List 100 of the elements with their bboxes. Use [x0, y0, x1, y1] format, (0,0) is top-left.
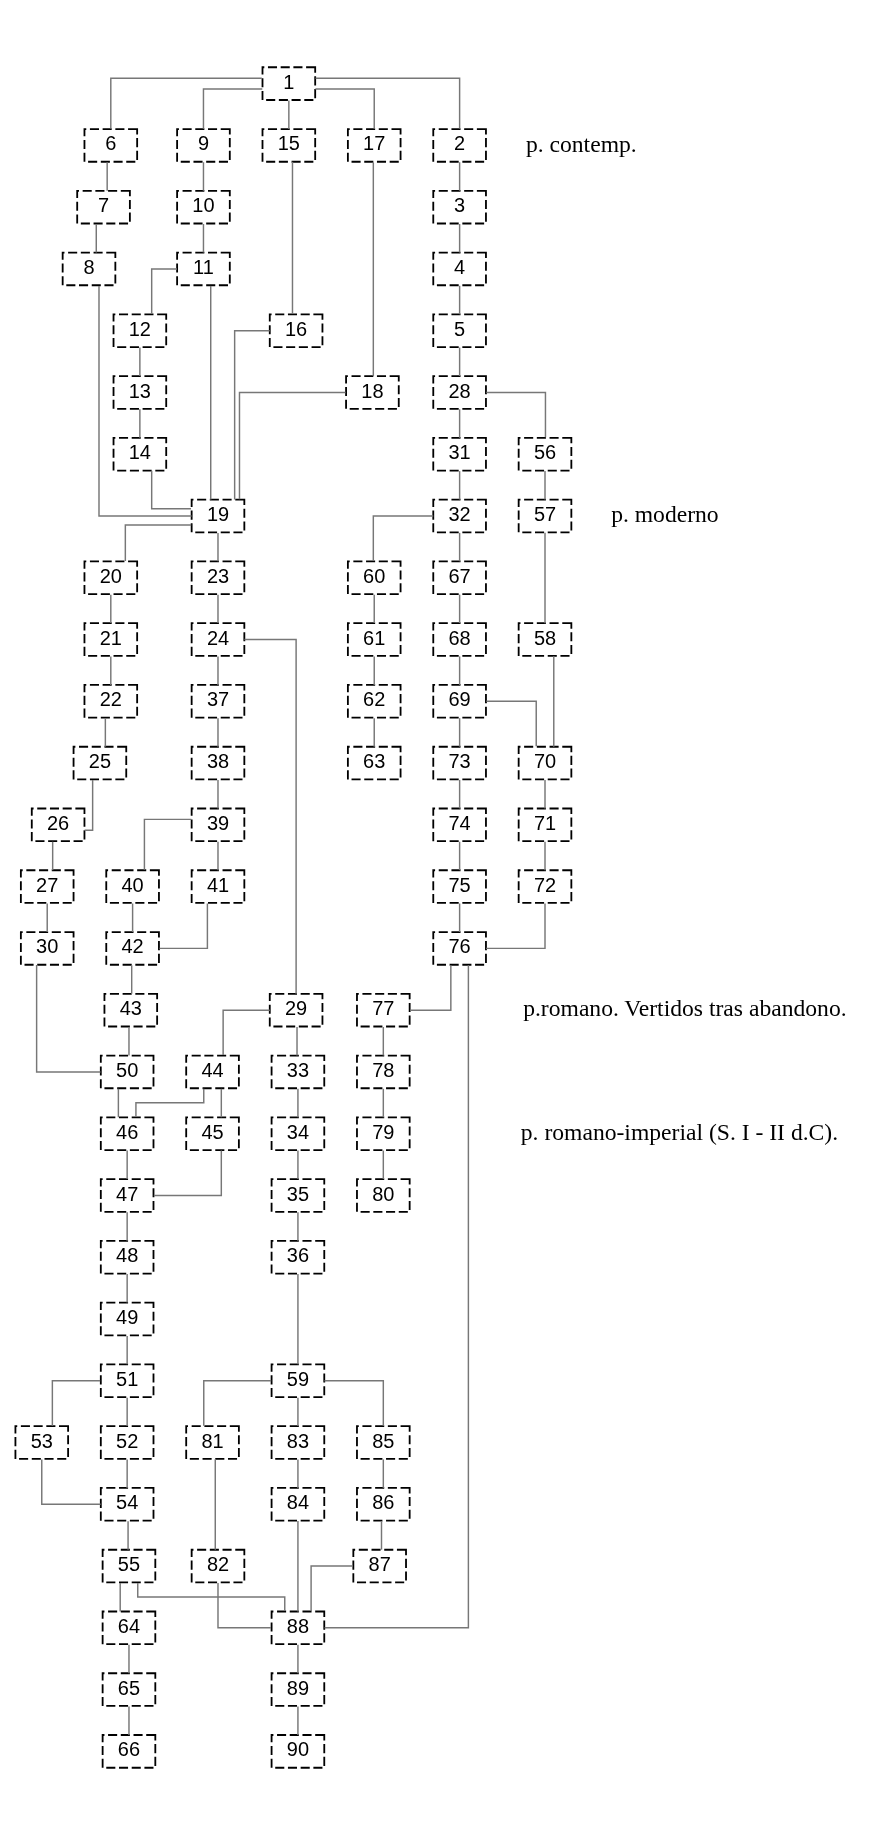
node-box: 74 [432, 807, 487, 842]
connector [297, 1087, 299, 1118]
connector [314, 76, 461, 129]
node-box: 40 [105, 868, 160, 904]
label: p. moderno [611, 500, 719, 527]
connector [238, 391, 347, 500]
node-box: 41 [190, 868, 246, 904]
label: p.romano. Vertidos tras abandono. [523, 994, 847, 1021]
connector [124, 523, 192, 562]
node-box: 24 [190, 621, 246, 657]
node-box: 5 [432, 312, 487, 348]
node-box: 13 [112, 374, 168, 410]
node-box: 50 [99, 1054, 155, 1089]
connector [382, 1149, 385, 1180]
node-box: 82 [190, 1548, 246, 1583]
connector [137, 1581, 286, 1612]
connector [544, 778, 546, 809]
node-box: 42 [105, 930, 160, 966]
connector [119, 1581, 121, 1612]
connector [51, 840, 54, 871]
connector [150, 267, 178, 315]
connector [110, 655, 112, 686]
connector [150, 469, 192, 509]
connector [83, 778, 94, 831]
node-box: 21 [83, 621, 139, 657]
connector [35, 963, 102, 1073]
connector [297, 1643, 299, 1674]
node-box: 54 [99, 1486, 155, 1522]
connector [372, 161, 375, 377]
connector [217, 840, 219, 871]
node-box: 72 [517, 868, 573, 904]
node-box: 17 [346, 127, 402, 163]
connector [458, 531, 461, 562]
connector [117, 1087, 120, 1118]
connector [202, 161, 205, 191]
connector [233, 329, 271, 500]
connector [41, 1458, 102, 1505]
node-box: 19 [190, 498, 246, 533]
node-box: 85 [356, 1424, 411, 1460]
connector [296, 1025, 298, 1056]
node-box: 6 [83, 127, 139, 163]
node-box: 60 [346, 560, 402, 595]
connector [98, 284, 193, 517]
node-box: 29 [268, 992, 324, 1027]
connector [222, 1008, 271, 1056]
node-box: 48 [99, 1239, 155, 1274]
node-box: 62 [346, 683, 402, 719]
connector [382, 1087, 385, 1118]
connector [323, 1379, 385, 1426]
connector [458, 284, 461, 315]
node-box: 25 [72, 745, 128, 780]
connector [158, 902, 209, 949]
connector [126, 1149, 128, 1180]
node-box: 68 [432, 621, 487, 657]
connector [373, 593, 375, 624]
connector [382, 1458, 385, 1489]
connector [217, 778, 219, 809]
connector [297, 1519, 299, 1612]
connector [217, 1581, 272, 1629]
node-box: 73 [432, 745, 487, 780]
node-box: 57 [517, 498, 573, 533]
node-box: 77 [356, 992, 411, 1027]
connector [203, 1379, 272, 1426]
connector [485, 391, 547, 438]
connector [458, 346, 461, 377]
node-box: 53 [14, 1424, 69, 1460]
connector [458, 902, 461, 933]
connector [314, 87, 375, 130]
connector [217, 716, 219, 747]
node-box: 45 [185, 1115, 240, 1151]
connector [243, 638, 297, 994]
node-box: 84 [270, 1486, 326, 1522]
label: p. romano-imperial (S. I - II d.C). [520, 1118, 839, 1145]
node-box: 75 [432, 868, 487, 904]
connector [458, 408, 461, 439]
connector [139, 408, 141, 439]
node-box: 36 [270, 1239, 326, 1274]
node-box: 43 [103, 992, 159, 1027]
connector [310, 1564, 354, 1612]
connector [202, 87, 264, 130]
node-box: 66 [101, 1733, 157, 1769]
connector [110, 593, 112, 624]
node-box: 20 [83, 560, 139, 595]
connector [126, 1272, 128, 1303]
connector [51, 1379, 101, 1426]
connector [202, 222, 205, 253]
connector [297, 1149, 299, 1180]
node-box: 67 [432, 560, 487, 595]
node-box: 33 [270, 1054, 326, 1089]
node-box: 88 [270, 1610, 326, 1645]
node-box: 39 [190, 807, 246, 842]
connector [323, 963, 470, 1629]
connector [139, 346, 141, 377]
node-box: 70 [517, 745, 573, 780]
connector [297, 1211, 299, 1242]
connector [458, 840, 461, 871]
node-box: 2 [432, 127, 487, 163]
connector [458, 161, 461, 191]
connector [210, 284, 212, 500]
connector [110, 76, 263, 129]
